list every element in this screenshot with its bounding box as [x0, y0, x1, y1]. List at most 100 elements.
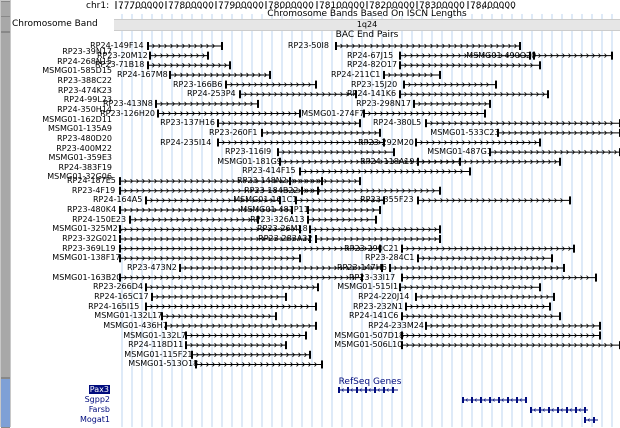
bac-end-left: [309, 225, 311, 234]
bac-arrow: [252, 120, 256, 126]
gene-label[interactable]: Mogat1: [10, 415, 110, 424]
bac-arrow: [598, 342, 602, 348]
bac-item-label[interactable]: RP24-82O17: [347, 60, 398, 70]
bac-item-label[interactable]: RP24-165I15: [88, 301, 140, 311]
bac-item-label[interactable]: RP24-220J14: [358, 291, 410, 301]
bac-item-label[interactable]: RP24-211C1: [331, 69, 381, 79]
bac-arrow: [346, 275, 350, 280]
bac-item-label[interactable]: RP23-26M18: [257, 224, 308, 234]
bac-item-label[interactable]: MSMG01-507D18: [334, 330, 405, 340]
bac-item-label[interactable]: RP23-480K4: [67, 205, 117, 215]
bac-item-label[interactable]: RP23-290C21: [344, 243, 399, 253]
bac-arrow: [366, 140, 370, 145]
bac-item-label[interactable]: RP24-164A5: [93, 195, 143, 205]
bac-item-label[interactable]: RP23-355F23: [360, 195, 414, 205]
gene-label[interactable]: Pax3: [10, 385, 110, 394]
bac-item-label[interactable]: MSMG01-490O20: [466, 50, 537, 60]
bac-item-label[interactable]: RP23-126H20: [100, 108, 156, 118]
bac-item-label[interactable]: MSMG01-487G1: [427, 147, 492, 157]
bac-item-label[interactable]: MSMG01-436H7: [103, 320, 168, 330]
bac-item-label[interactable]: RP23-71B18: [95, 60, 145, 70]
bac-item-label[interactable]: MSMG01-506L10: [334, 340, 403, 350]
bac-end-right: [569, 196, 571, 205]
bac-item-label[interactable]: MSMG01-181G9: [217, 156, 282, 166]
bac-item-label[interactable]: RP23-266D4: [93, 282, 143, 292]
bac-arrow: [568, 323, 572, 329]
bac-item-label[interactable]: RP23-15J20: [351, 79, 398, 89]
bac-item-label[interactable]: MSMG01-515I1: [337, 282, 399, 292]
bac-item-label[interactable]: RP23-148N2: [237, 176, 287, 186]
bac-arrow: [514, 342, 518, 348]
bac-arrow: [242, 323, 246, 329]
bac-item-label[interactable]: MSMG01-138F17: [52, 253, 121, 263]
bac-arrow: [514, 323, 518, 329]
bac-item-label[interactable]: RP23-413N8: [103, 98, 153, 108]
bac-item-label[interactable]: MSMG01-163B20: [52, 272, 122, 282]
bac-item-label[interactable]: RP23-20M12: [97, 50, 148, 60]
bac-arrow: [454, 169, 458, 174]
bac-item-label[interactable]: RP24-67J15: [347, 50, 394, 60]
bac-arrow: [172, 275, 176, 280]
bac-item-label[interactable]: MSMG01-274F7: [301, 108, 365, 118]
bac-item-label[interactable]: RP23-260F1: [209, 127, 258, 137]
bac-item-label[interactable]: RP23-166B6: [173, 79, 223, 89]
bac-arrow: [242, 217, 246, 222]
bac-item-label[interactable]: RP24-187E5: [67, 176, 116, 186]
bac-arrow: [468, 140, 472, 145]
bac-arrow: [556, 246, 560, 251]
bac-item-label[interactable]: RP24-118D11: [128, 340, 184, 350]
bac-item-label[interactable]: MSMG01-161C1: [233, 195, 298, 205]
bac-item-label[interactable]: RP23-33I17: [349, 272, 396, 282]
bac-item-label[interactable]: RP23-4F19: [71, 185, 116, 195]
bac-item-label[interactable]: RP23-32G021: [62, 234, 118, 243]
bac-item-label[interactable]: MSMG01-132L17: [94, 311, 163, 321]
bac-item-label[interactable]: RP23-137H16: [160, 118, 216, 128]
bac-item-label[interactable]: RP24-235I14: [160, 137, 212, 147]
bac-item-label[interactable]: RP24-253P4: [187, 89, 236, 99]
bac-item-label[interactable]: RP24-141C6: [349, 311, 399, 321]
bac-item-label[interactable]: RP23-326A13: [250, 214, 305, 224]
bac-item-label[interactable]: MSMG01-325M21: [52, 224, 123, 234]
bac-item-label[interactable]: MSMG01-533C23: [430, 127, 500, 137]
bac-item-label[interactable]: RP23-369L19: [62, 243, 116, 253]
bac-arrow: [472, 120, 476, 126]
bac-item-label[interactable]: RP23-50I8: [287, 41, 329, 50]
bac-item-label[interactable]: RP23-414F15: [242, 166, 296, 176]
bac-item-label[interactable]: RP24-233M24: [368, 320, 424, 330]
gene-strand-arrow: [551, 408, 554, 412]
bac-arrow: [514, 275, 518, 280]
bac-arrow: [202, 352, 206, 358]
bac-arrow: [178, 246, 182, 251]
bac-arrow: [172, 313, 176, 319]
bac-item-label[interactable]: MSMG01-513O18: [128, 359, 199, 369]
bac-item-label[interactable]: RP23-184B22: [244, 185, 299, 195]
bac-item-label[interactable]: RP23-283A22: [258, 234, 313, 243]
gene-label[interactable]: Sgpp2: [10, 395, 110, 404]
bac-arrow: [224, 217, 228, 222]
bac-item-label[interactable]: MSMG01-132L7: [123, 330, 187, 340]
bac-item-label[interactable]: RP23-147H6: [337, 262, 387, 272]
bac-item-label[interactable]: RP23-116I9: [225, 147, 272, 157]
band-track-handle[interactable]: [1, 16, 10, 32]
bac-item-label[interactable]: RP24-380L5: [373, 118, 422, 128]
bac-item-label[interactable]: RP23-284C1: [365, 253, 415, 263]
bac-arrow: [244, 265, 248, 271]
bac-item-label[interactable]: RP23-232N1: [353, 301, 403, 311]
bac-item-label[interactable]: RP24-149F14: [90, 41, 144, 50]
bac-item-label[interactable]: RP24-118A19: [360, 156, 415, 166]
bac-item-label[interactable]: RP24-150E23: [72, 214, 127, 224]
gene-label[interactable]: Farsb: [10, 405, 110, 414]
bac-item-label[interactable]: RP23-298N17: [356, 98, 411, 108]
bac-item-label[interactable]: RP23-473N2: [127, 262, 177, 272]
bac-item-label[interactable]: MSMG01-481P11: [240, 205, 309, 215]
bac-track-handle[interactable]: [1, 32, 10, 378]
bac-arrow: [424, 246, 428, 251]
bac-item-label[interactable]: MSMG01-115F21: [124, 349, 193, 359]
bac-item-label[interactable]: RP24-141K6: [347, 89, 397, 99]
bac-item-label[interactable]: RP24-167M8: [117, 69, 168, 79]
bac-item-label[interactable]: RP23-292M20: [358, 137, 414, 147]
bac-item-label[interactable]: RP24-165C17: [94, 291, 149, 301]
chromosome-band[interactable]: [114, 19, 620, 31]
